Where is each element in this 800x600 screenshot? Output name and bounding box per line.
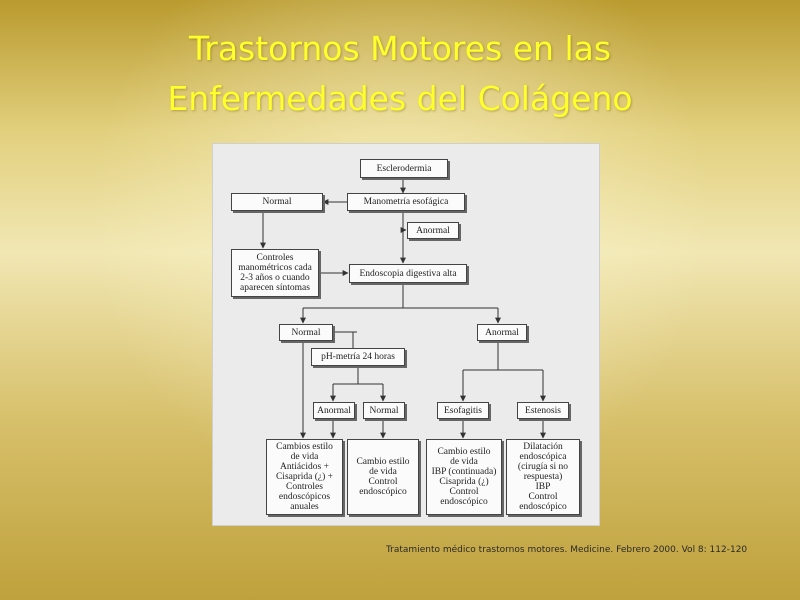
box-estenosis-label: Estenosis [525, 405, 561, 416]
box-manometria-label: Manometría esofágica [363, 197, 449, 207]
box-normal-endoscopia: Normal [279, 324, 333, 341]
box-anormal-phmetria-label: Anormal [317, 405, 351, 416]
box-outcome-2-label: Cambio estilo de vida Control endoscópic… [356, 457, 410, 497]
box-esofagitis-label: Esofagitis [444, 405, 482, 416]
slide-title-line-1: Trastornos Motores en las [188, 29, 612, 68]
slide-title-line-2: Enfermedades del Colágeno [167, 79, 633, 118]
box-esclerodermia-label: Esclerodermia [376, 163, 432, 174]
box-endoscopia-label: Endoscopia digestiva alta [359, 268, 457, 279]
box-anormal-manometria-label: Anormal [416, 225, 450, 236]
box-normal-manometria-label: Normal [262, 197, 292, 207]
box-phmetria: pH-metría 24 horas [311, 348, 405, 366]
box-anormal-phmetria: Anormal [313, 402, 355, 419]
box-outcome-1-label: Cambios estilo de vida Antiácidos + Cisa… [275, 442, 334, 512]
box-normal-manometria: Normal [231, 193, 323, 211]
box-outcome-1: Cambios estilo de vida Antiácidos + Cisa… [266, 439, 343, 515]
box-outcome-2: Cambio estilo de vida Control endoscópic… [347, 439, 419, 515]
box-phmetria-label: pH-metría 24 horas [321, 352, 395, 362]
box-anormal-endoscopia-label: Anormal [485, 327, 519, 338]
box-normal-phmetria-label: Normal [369, 405, 399, 416]
box-outcome-4: Dilatación endoscópica (cirugía si no re… [506, 439, 580, 515]
box-esofagitis: Esofagitis [437, 402, 489, 419]
box-outcome-4-label: Dilatación endoscópica (cirugía si no re… [517, 442, 569, 512]
box-normal-endoscopia-label: Normal [291, 327, 321, 338]
box-manometria: Manometría esofágica [347, 193, 465, 211]
box-controles: Controles manométricos cada 2-3 años o c… [231, 249, 319, 297]
box-controles-label: Controles manométricos cada 2-3 años o c… [238, 253, 312, 293]
box-endoscopia: Endoscopia digestiva alta [349, 264, 467, 283]
box-outcome-3: Cambio estilo de vida IBP (continuada) C… [426, 439, 502, 515]
citation-text: Tratamiento médico trastornos motores. M… [386, 545, 748, 555]
slide-title: Trastornos Motores en las Enfermedades d… [0, 24, 800, 124]
flowchart-diagram: Esclerodermia Manometría esofágica Norma… [212, 143, 600, 526]
box-anormal-endoscopia: Anormal [477, 324, 527, 341]
box-esclerodermia: Esclerodermia [360, 159, 448, 178]
box-anormal-manometria: Anormal [407, 222, 459, 239]
box-estenosis: Estenosis [517, 402, 569, 419]
box-outcome-3-label: Cambio estilo de vida IBP (continuada) C… [431, 447, 497, 507]
box-normal-phmetria: Normal [363, 402, 405, 419]
